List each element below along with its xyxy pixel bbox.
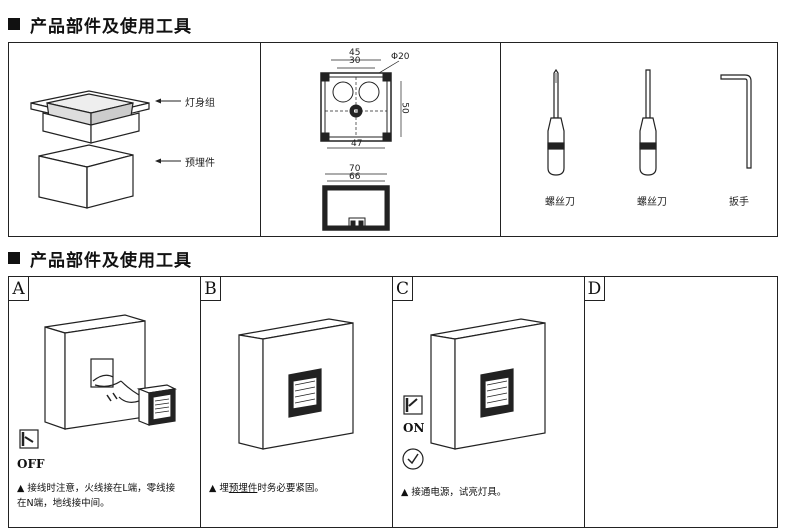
step-d-cell: D bbox=[585, 277, 777, 527]
step-b-letter: B bbox=[201, 277, 221, 301]
top-section-header: 产品部件及使用工具 bbox=[8, 12, 192, 37]
switch-state-on: ON bbox=[403, 421, 425, 435]
header-square-icon bbox=[8, 18, 20, 30]
step-a-note: ▲ 接线时注意，火线接在L端，零线接 在N端，地线接中间。 bbox=[17, 481, 175, 511]
step-c-letter: C bbox=[393, 277, 413, 301]
header-square-icon bbox=[8, 252, 20, 264]
installation-steps-panel: A bbox=[8, 276, 778, 528]
switch-off-icon bbox=[19, 429, 39, 449]
step-c-lit-lamp-drawing bbox=[430, 318, 546, 450]
check-circle-icon bbox=[402, 448, 424, 470]
part-label-embedded-box: 预埋件 bbox=[185, 158, 215, 169]
part-label-lamp-body: 灯身组 bbox=[185, 98, 215, 109]
step-b-note-underlined: 预埋件 bbox=[228, 483, 258, 494]
flathead-screwdriver-icon bbox=[639, 69, 657, 176]
bottom-section-header: 产品部件及使用工具 bbox=[8, 246, 192, 271]
tool-label-phillips: 螺丝刀 bbox=[545, 197, 575, 208]
dim-bottom-span: 47 bbox=[351, 139, 363, 149]
parts-cell: 灯身组 预埋件 bbox=[9, 43, 261, 236]
step-b-note: ▲ 埋预埋件时务必要紧固。 bbox=[209, 481, 324, 496]
lamp-body-drawing bbox=[30, 90, 181, 144]
dim-box-outer: 70 bbox=[349, 164, 361, 174]
parts-and-tools-panel: 灯身组 预埋件 bbox=[8, 42, 778, 237]
step-b-mounted-lamp-drawing bbox=[238, 318, 354, 450]
switch-on-icon bbox=[403, 395, 423, 415]
step-b-note-suffix: 时务必要紧固。 bbox=[257, 483, 324, 494]
tools-drawing bbox=[547, 68, 752, 176]
switch-state-off: OFF bbox=[17, 457, 45, 471]
step-a-note-line1: ▲ 接线时注意，火线接在L端，零线接 bbox=[17, 483, 176, 494]
tool-label-flathead: 螺丝刀 bbox=[637, 197, 667, 208]
step-a-note-line2: 在N端，地线接中间。 bbox=[17, 498, 110, 509]
embedded-box-drawing bbox=[38, 144, 181, 209]
dim-box-inner: 66 bbox=[349, 172, 361, 182]
step-a-letter: A bbox=[9, 277, 29, 301]
hex-key-icon bbox=[720, 74, 752, 169]
dim-width-outer: 45 bbox=[349, 48, 361, 58]
dimension-drawing bbox=[320, 59, 402, 231]
top-section-title: 产品部件及使用工具 bbox=[30, 16, 192, 37]
step-d-letter: D bbox=[585, 277, 605, 301]
step-c-cell: C ON ▲ bbox=[393, 277, 585, 527]
step-b-cell: B ▲ 埋预埋件时务必要紧固。 bbox=[201, 277, 393, 527]
step-c-note: ▲ 接通电源，试亮灯具。 bbox=[401, 487, 507, 498]
dim-height: 50 bbox=[399, 102, 410, 114]
step-a-cell: A bbox=[9, 277, 201, 527]
bottom-section-title: 产品部件及使用工具 bbox=[30, 250, 192, 271]
step-a-wiring-drawing bbox=[44, 314, 177, 430]
step-b-note-prefix: ▲ 埋 bbox=[209, 483, 229, 494]
dimension-cell: 45 30 Φ20 50 47 70 66 bbox=[261, 43, 501, 236]
tool-label-hex-key: 扳手 bbox=[729, 197, 749, 208]
tools-cell: 螺丝刀 螺丝刀 扳手 bbox=[501, 43, 777, 236]
dim-width-inner: 30 bbox=[349, 56, 361, 66]
dim-hole: Φ20 bbox=[391, 52, 410, 62]
phillips-screwdriver-icon bbox=[547, 68, 565, 176]
